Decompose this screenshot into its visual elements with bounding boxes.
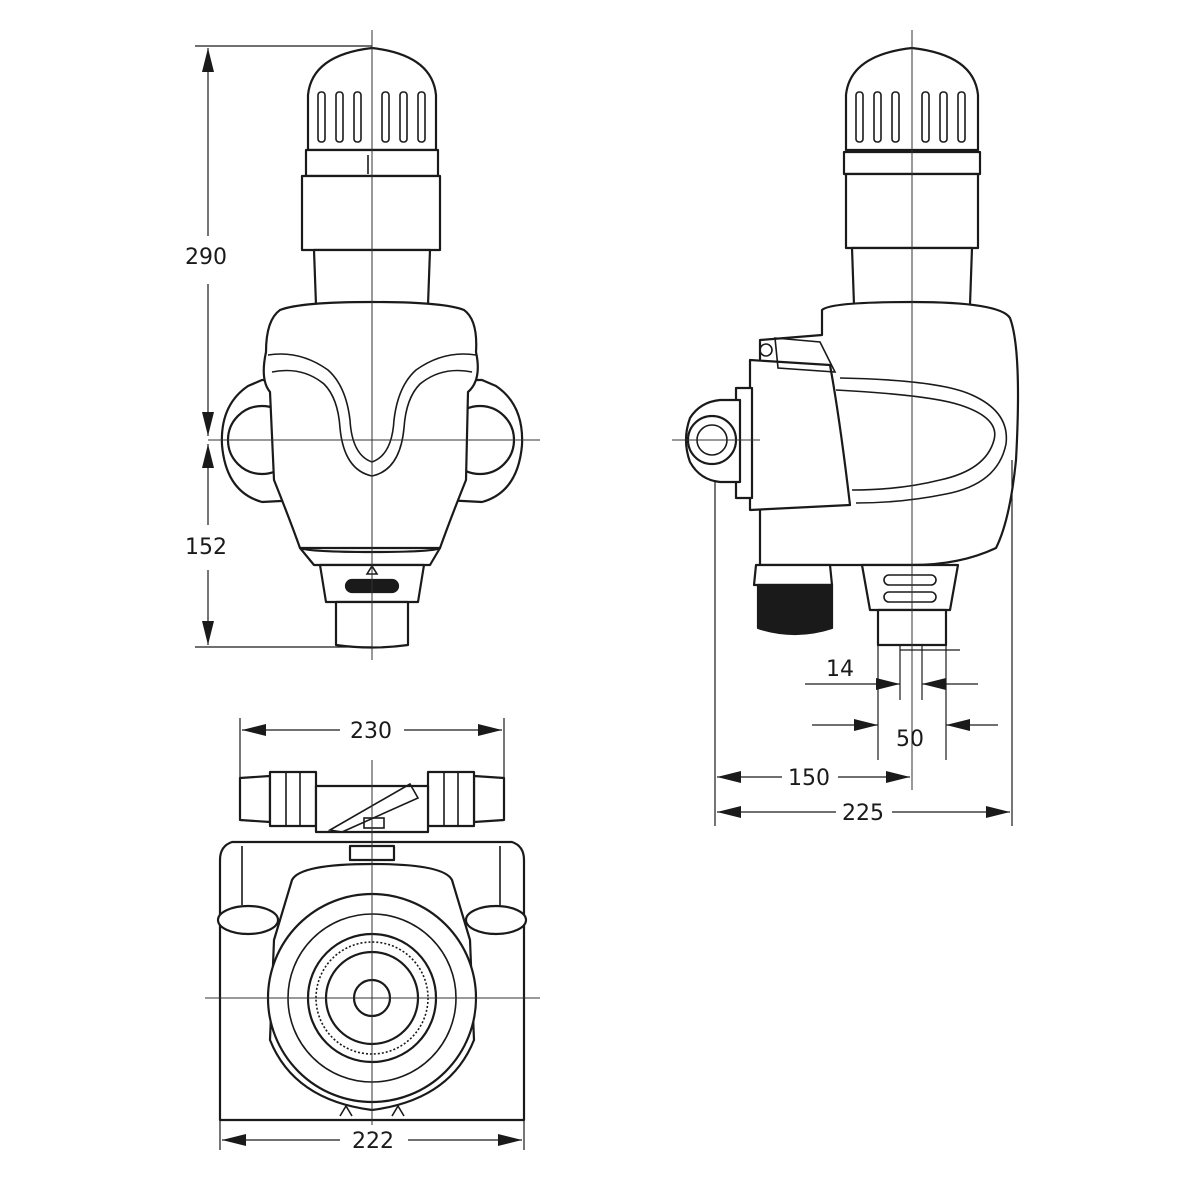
front-dimensions: 290 152 bbox=[185, 45, 372, 648]
plan-left-slot bbox=[216, 904, 280, 936]
dimension-base-width: 222 bbox=[352, 1129, 394, 1154]
dimension-side-14: 14 bbox=[826, 657, 854, 682]
plan-dimensions: 230 222 bbox=[219, 718, 525, 1154]
front-bottom-collar bbox=[298, 546, 442, 567]
plan-right-fitting bbox=[472, 774, 506, 824]
side-gauge-collar bbox=[752, 563, 834, 587]
side-cover-plate bbox=[748, 358, 852, 512]
plan-view bbox=[205, 760, 540, 1125]
front-main-body bbox=[262, 300, 479, 550]
side-view bbox=[672, 30, 1020, 790]
side-handle-loop bbox=[835, 389, 996, 491]
dimension-top-width: 230 bbox=[350, 719, 392, 744]
side-dimensions: 14 50 150 225 bbox=[714, 460, 1013, 826]
front-cap-ribs bbox=[317, 91, 426, 143]
side-gauge-knob bbox=[756, 583, 834, 636]
dimension-height-upper: 290 bbox=[185, 245, 227, 270]
side-drain-valve bbox=[860, 563, 960, 612]
side-cap-ribs bbox=[855, 91, 966, 143]
front-housing-upper bbox=[300, 174, 442, 252]
dimension-side-150: 150 bbox=[788, 766, 830, 791]
dimension-height-lower: 152 bbox=[185, 535, 227, 560]
dimension-side-225: 225 bbox=[842, 801, 884, 826]
plan-left-fitting bbox=[238, 774, 272, 824]
dimension-side-50: 50 bbox=[896, 727, 924, 752]
plan-right-slot bbox=[464, 904, 528, 936]
front-view bbox=[208, 30, 540, 660]
